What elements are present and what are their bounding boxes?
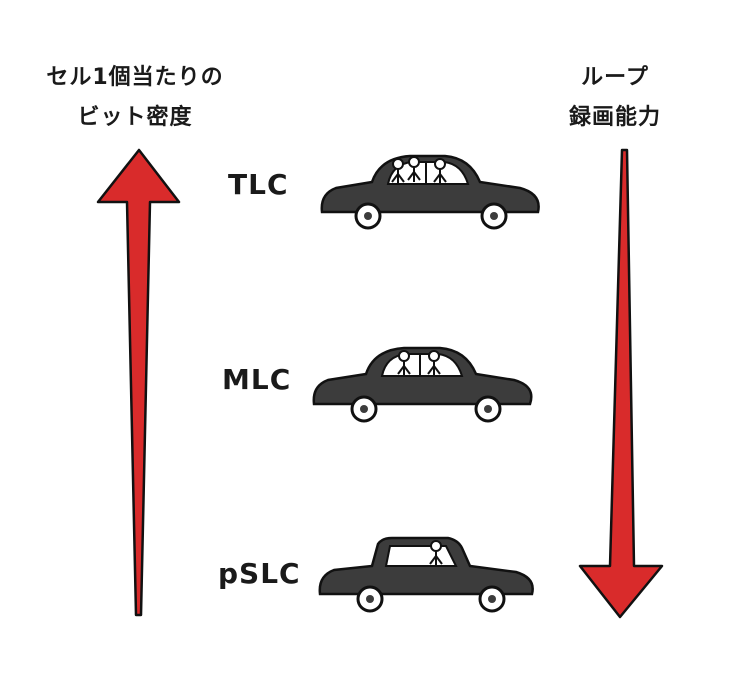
mlc-car (312, 346, 533, 423)
tier-label-pslc: pSLC (218, 557, 301, 590)
loop-recording-label-line1: ループ (581, 65, 649, 90)
bit-density-up-arrow (96, 148, 181, 617)
loop-recording-down-arrow (578, 148, 664, 619)
loop-recording-label: ループ 録画能力 (545, 58, 685, 138)
bit-density-label: セル1個当たりの ビット密度 (20, 58, 250, 138)
bit-density-label-line1: セル1個当たりの (46, 65, 224, 90)
tier-label-tlc: TLC (228, 168, 289, 201)
loop-recording-label-line2: 録画能力 (568, 105, 661, 130)
tier-label-mlc: MLC (222, 363, 292, 396)
tlc-car (320, 154, 540, 230)
pslc-car (318, 536, 534, 613)
bit-density-label-line2: ビット密度 (77, 105, 193, 130)
